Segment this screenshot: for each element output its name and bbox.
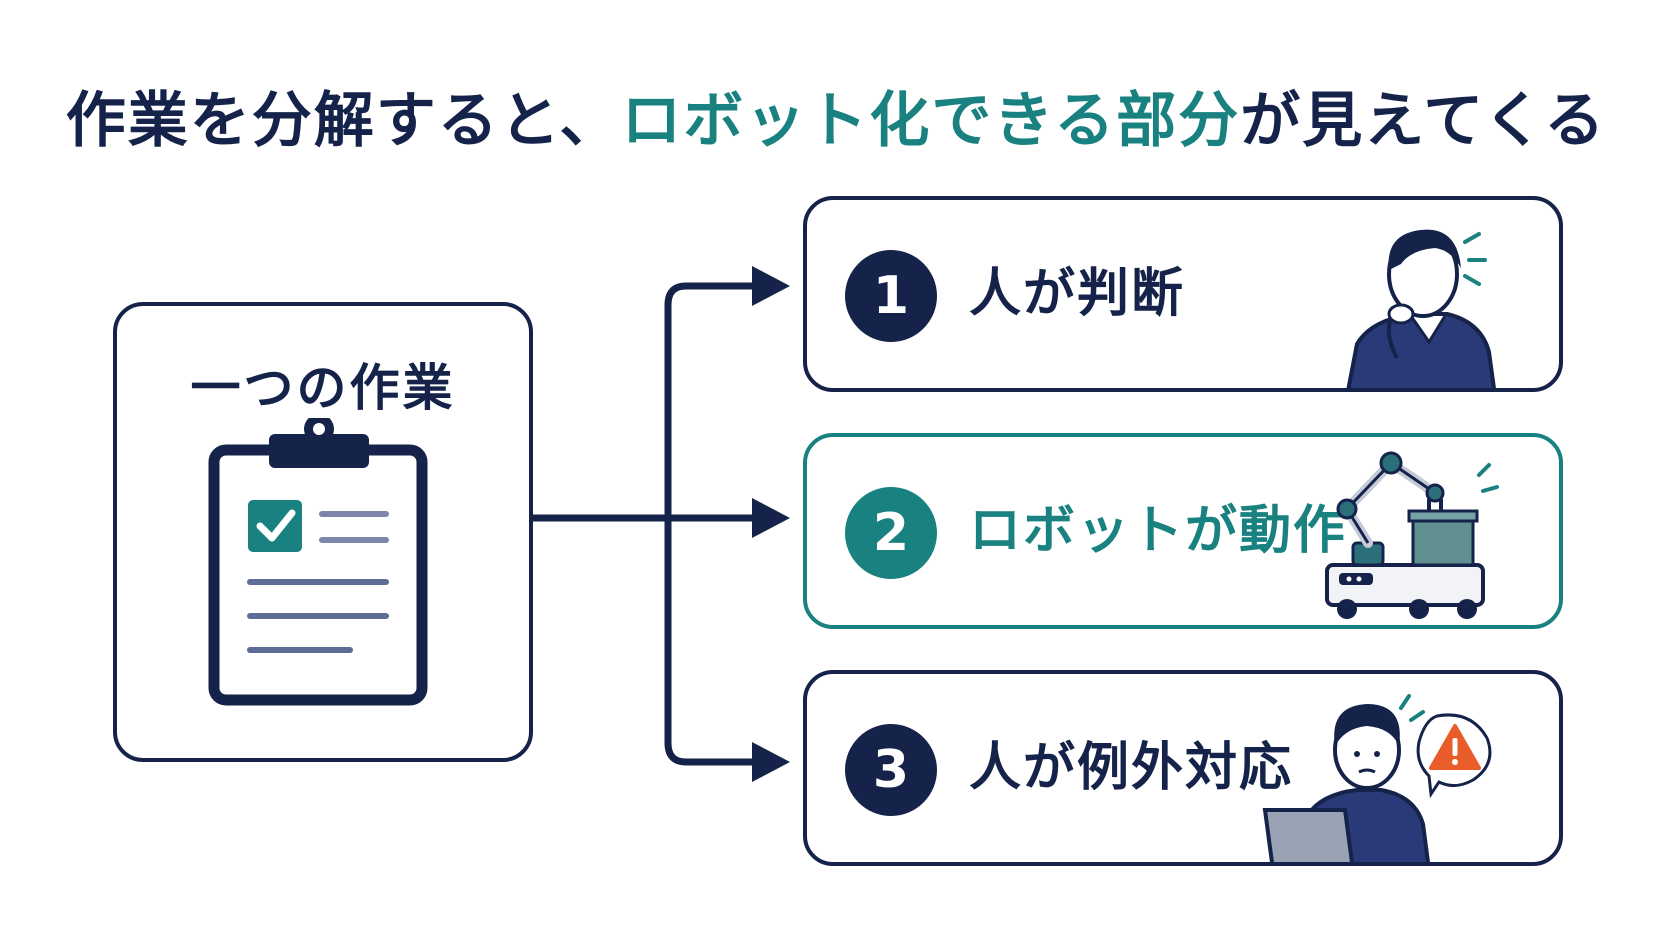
step-card-1: 1 人が判断 xyxy=(803,196,1563,392)
person-laptop-warning-icon xyxy=(1262,694,1492,862)
step-number-badge: 2 xyxy=(845,487,937,579)
step-label: ロボットが動作 xyxy=(969,501,1348,561)
robot-arm-icon xyxy=(1325,451,1499,619)
clipboard-icon xyxy=(208,418,428,706)
title-suffix: が見えてくる xyxy=(1240,86,1607,156)
arrowhead-step-3 xyxy=(752,742,790,782)
title-prefix: 作業を分解すると、 xyxy=(65,86,622,156)
title-highlight: ロボット化できる部分 xyxy=(621,86,1241,156)
thinking-person-icon xyxy=(1346,229,1496,388)
step-label: 人が例外対応 xyxy=(969,738,1294,798)
source-task-box: 一つの作業 xyxy=(113,302,533,762)
arrowhead-step-1 xyxy=(752,266,790,306)
connector-to-step-1 xyxy=(664,282,760,518)
step-number-badge: 3 xyxy=(845,724,937,816)
step-card-3: 3 人が例外対応 xyxy=(803,670,1563,866)
step-card-2: 2 ロボットが動作 xyxy=(803,433,1563,629)
connector-to-step-3 xyxy=(664,518,760,766)
page-title: 作業を分解すると、ロボット化できる部分が見えてくる xyxy=(0,72,1672,159)
step-label: 人が判断 xyxy=(969,264,1186,324)
arrowhead-step-2 xyxy=(752,498,790,538)
source-label: 一つの作業 xyxy=(190,359,456,417)
step-number-badge: 1 xyxy=(845,250,937,342)
